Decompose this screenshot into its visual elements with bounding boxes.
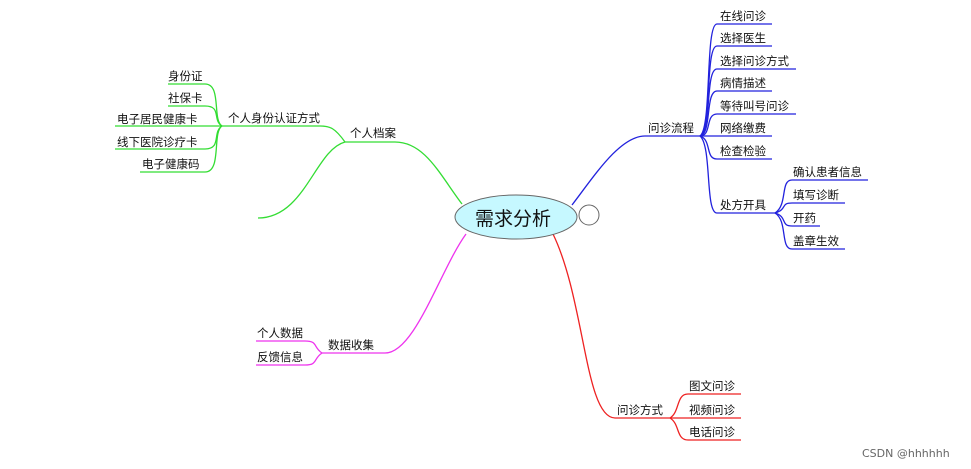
connector-process-item-7	[699, 135, 772, 160]
connector-rx-item-4	[774, 212, 845, 250]
collapse-toggle-circle[interactable]	[578, 204, 600, 226]
node-method-item-1[interactable]: 图文问诊	[689, 379, 735, 393]
node-method[interactable]: 问诊方式	[617, 403, 663, 417]
connector-data-item-1	[256, 340, 323, 354]
node-process[interactable]: 问诊流程	[648, 121, 694, 135]
branch-data	[256, 233, 467, 366]
node-process-item-5[interactable]: 等待叫号问诊	[720, 99, 789, 113]
connector-rx-item-1	[774, 179, 868, 214]
node-prescription[interactable]: 处方开具	[720, 198, 766, 212]
node-id-item-3[interactable]: 电子居民健康卡	[117, 112, 198, 126]
node-id-item-2[interactable]: 社保卡	[168, 91, 203, 105]
node-id-item-1[interactable]: 身份证	[168, 69, 203, 83]
connector-center-to-profile	[394, 141, 463, 205]
node-process-item-2[interactable]: 选择医生	[720, 31, 766, 45]
connector-id-item-5	[140, 125, 223, 173]
node-data-item-1[interactable]: 个人数据	[257, 326, 303, 340]
connector-center-to-method	[552, 233, 616, 419]
center-node[interactable]	[454, 194, 578, 240]
node-rx-item-3[interactable]: 开药	[793, 211, 816, 225]
connector-process-item-2	[699, 45, 772, 137]
node-method-item-3[interactable]: 电话问诊	[689, 425, 735, 439]
connector-rx-item-2	[774, 202, 845, 214]
node-rx-item-4[interactable]: 盖章生效	[793, 234, 839, 248]
node-rx-item-2[interactable]: 填写诊断	[793, 188, 839, 202]
connector-data-item-2	[256, 352, 323, 366]
connector-process-item-5	[699, 113, 796, 137]
connector-center-to-process	[571, 135, 646, 206]
node-process-item-1[interactable]: 在线问诊	[720, 9, 766, 23]
branch-method	[552, 233, 741, 441]
watermark: CSDN @hhhhhh	[862, 447, 950, 460]
connector-process-to-prescription	[699, 135, 775, 214]
center-node-label: 需求分析	[475, 208, 552, 230]
branch-profile	[115, 83, 463, 219]
node-data[interactable]: 数据收集	[328, 338, 374, 352]
connector-process-item-3	[699, 68, 796, 137]
connector-process-item-4	[699, 90, 772, 137]
node-process-item-7[interactable]: 检查检验	[720, 144, 766, 158]
node-id-item-4[interactable]: 线下医院诊疗卡	[117, 135, 198, 149]
node-profile[interactable]: 个人档案	[350, 126, 396, 140]
node-id-item-5[interactable]: 电子健康码	[142, 157, 200, 171]
connector-rx-item-3	[774, 212, 820, 227]
branch-process	[571, 23, 868, 250]
node-process-item-6[interactable]: 网络缴费	[720, 121, 766, 135]
node-data-item-2[interactable]: 反馈信息	[257, 350, 303, 364]
connector-id-item-2	[168, 105, 223, 127]
node-id-methods[interactable]: 个人身份认证方式	[228, 111, 320, 125]
connector-center-to-data	[384, 233, 467, 354]
connector-profile-dangling	[257, 141, 346, 219]
connector-method-item-3	[669, 417, 741, 441]
node-process-item-3[interactable]: 选择问诊方式	[720, 54, 789, 68]
node-method-item-2[interactable]: 视频问诊	[689, 403, 735, 417]
connector-method-item-1	[669, 393, 741, 419]
connector-profile-to-id-methods	[319, 125, 346, 143]
node-rx-item-1[interactable]: 确认患者信息	[793, 165, 862, 179]
node-process-item-4[interactable]: 病情描述	[720, 76, 766, 90]
